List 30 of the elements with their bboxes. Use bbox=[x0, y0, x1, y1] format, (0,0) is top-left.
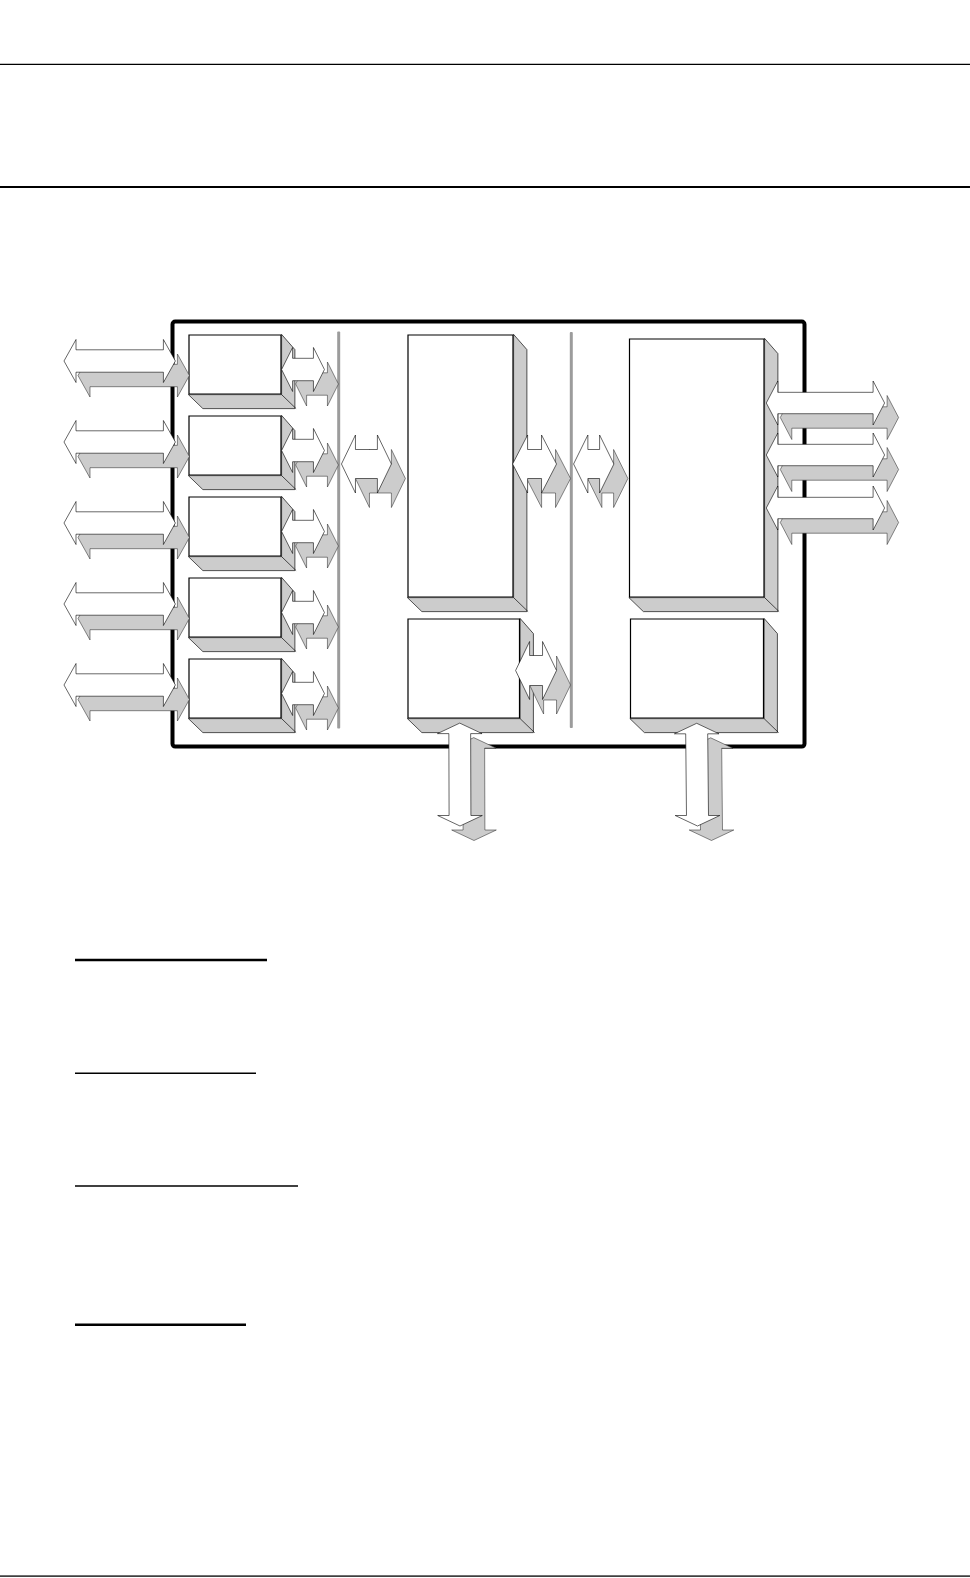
block-arrow bbox=[281, 671, 339, 731]
box bbox=[188, 415, 297, 490]
block-arrow bbox=[573, 434, 629, 508]
box bbox=[629, 618, 779, 733]
block-arrow bbox=[766, 432, 899, 492]
block-arrow bbox=[281, 509, 339, 569]
box bbox=[407, 618, 535, 733]
block-arrow bbox=[674, 723, 735, 841]
block-arrow bbox=[515, 641, 571, 715]
box bbox=[628, 338, 780, 612]
block-arrow bbox=[281, 347, 339, 407]
block-arrow bbox=[63, 339, 190, 398]
block-arrow bbox=[281, 590, 339, 650]
block-arrow bbox=[341, 434, 406, 508]
vertical-bar bbox=[569, 332, 573, 728]
block-arrow bbox=[63, 501, 190, 560]
block-arrow bbox=[437, 722, 497, 841]
block-arrow bbox=[63, 582, 190, 641]
vertical-bar bbox=[337, 331, 341, 729]
block-arrow bbox=[63, 420, 190, 479]
block-arrow bbox=[512, 434, 571, 508]
block-arrow bbox=[63, 663, 190, 722]
block-arrow bbox=[766, 485, 899, 545]
box bbox=[188, 334, 297, 409]
block-arrow bbox=[766, 380, 899, 440]
box bbox=[188, 496, 297, 571]
box bbox=[407, 334, 529, 612]
box bbox=[188, 577, 297, 652]
block-arrow bbox=[281, 428, 339, 488]
box bbox=[188, 658, 297, 733]
